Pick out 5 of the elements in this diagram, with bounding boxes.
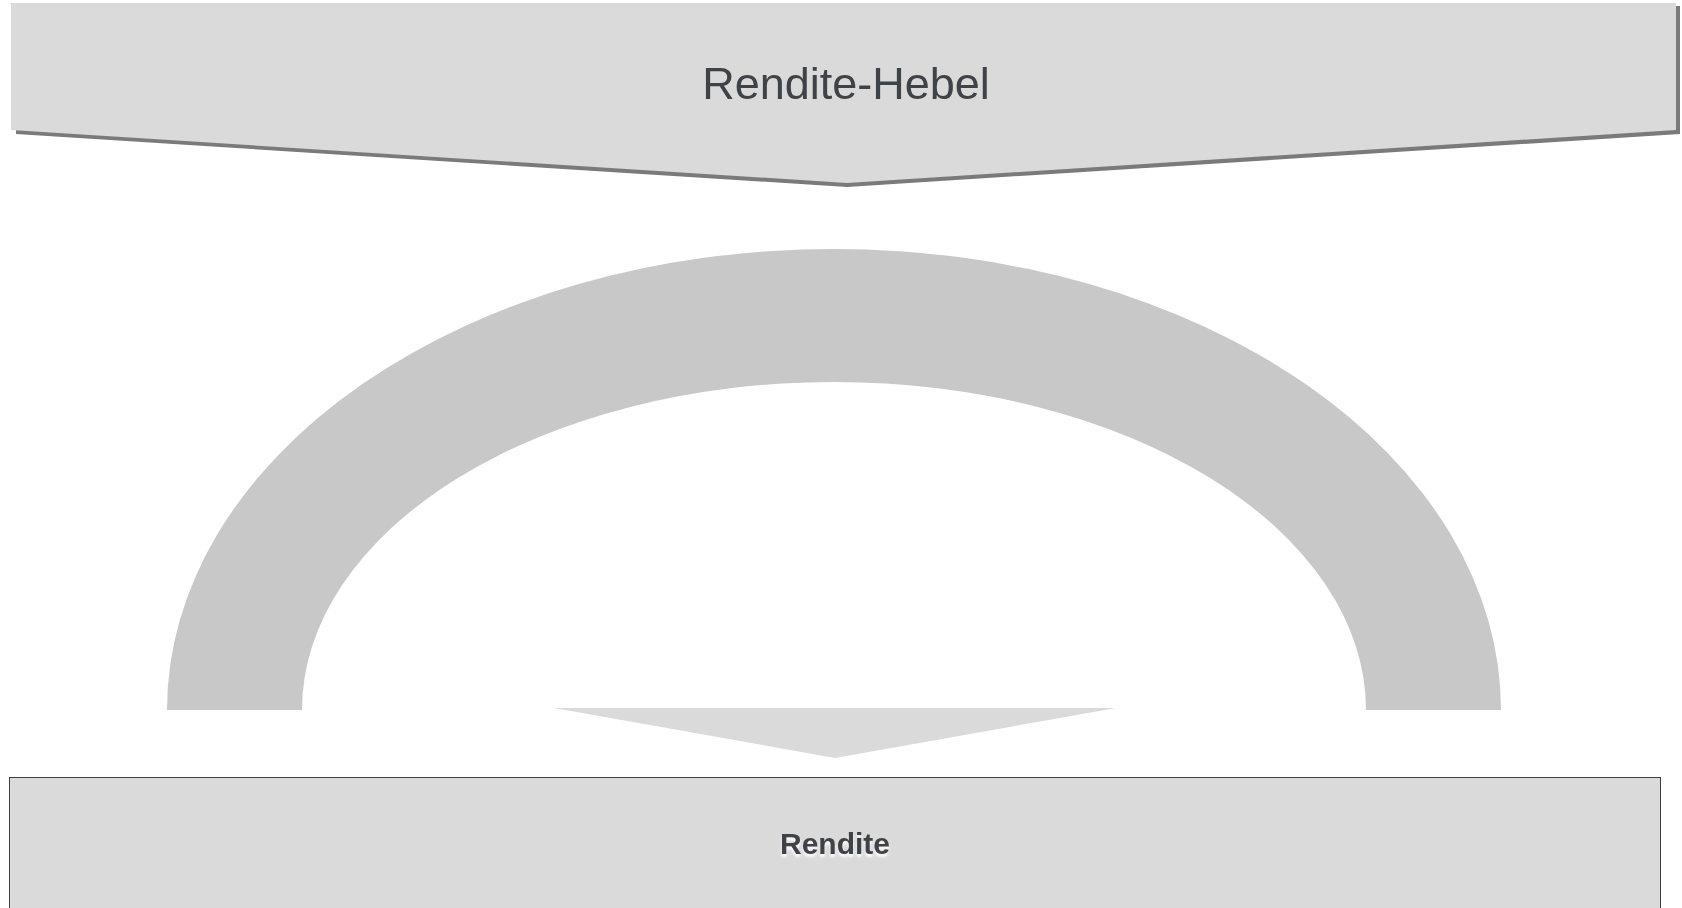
- arch-shape: [166, 248, 1502, 710]
- box-title: Rendite: [779, 827, 891, 861]
- result-box: [9, 777, 1661, 908]
- chevron-arrow: [554, 708, 1116, 758]
- banner-title: Rendite-Hebel: [701, 58, 991, 110]
